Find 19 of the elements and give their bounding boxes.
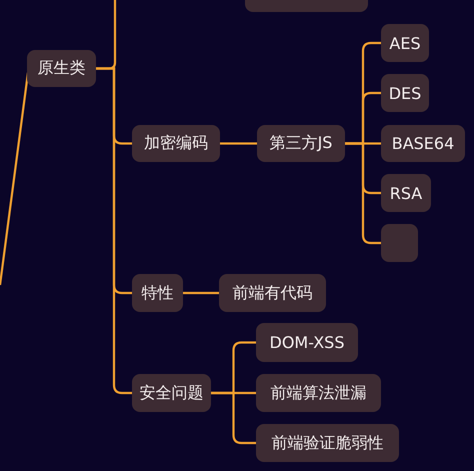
topic-box: 前端有代码 (219, 274, 326, 312)
topic-box: 前端验证脆弱性 (256, 424, 399, 462)
topic-box: RSA (381, 174, 431, 212)
topic-box: 第三方JS (257, 125, 345, 162)
topic-box: 原生类 (27, 50, 96, 87)
topic-box: 加密编码 (132, 125, 220, 162)
topic-box: BASE64 (381, 125, 465, 162)
topic-box: AES (381, 24, 429, 62)
connector-line (345, 142, 381, 244)
topic-box: DOM-XSS (256, 323, 358, 362)
connector-line (183, 292, 219, 294)
topic-box: DES (381, 74, 429, 112)
topic-box: 安全问题 (132, 374, 211, 412)
connector-line (220, 142, 257, 145)
topic-box (381, 224, 418, 262)
connector-line (211, 392, 256, 444)
topic-box: 前端算法泄漏 (256, 374, 381, 412)
topic-box: 特性 (132, 274, 183, 312)
connector-line (96, 67, 132, 394)
